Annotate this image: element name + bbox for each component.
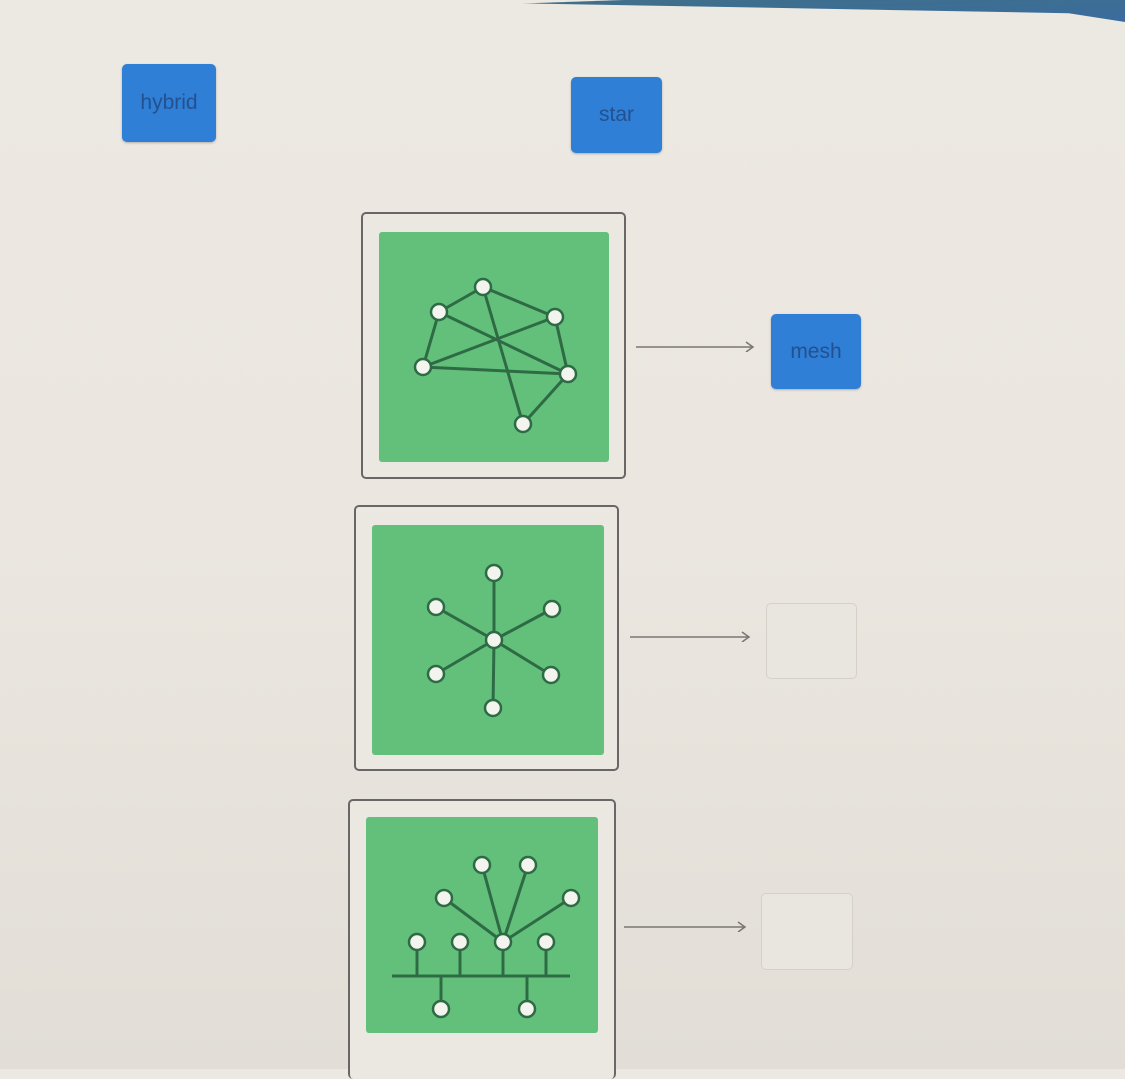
answer-chip-hybrid[interactable]: hybrid [122, 64, 216, 142]
drop-target-star[interactable] [766, 603, 857, 679]
mesh-network-icon [413, 277, 578, 434]
arrow-icon [630, 631, 751, 642]
hybrid-network-icon [392, 855, 581, 1019]
diagram-card-mesh [361, 212, 626, 479]
drop-target-mesh[interactable]: mesh [771, 314, 861, 389]
answer-chip-star[interactable]: star [571, 77, 662, 153]
mesh-topology-image [379, 232, 609, 462]
star-network-icon [426, 563, 562, 718]
arrow-icon [624, 921, 747, 932]
drop-target-hybrid[interactable] [761, 893, 853, 970]
diagram-card-hybrid [348, 799, 616, 1079]
window-top-edge [337, 0, 1125, 22]
diagram-card-star [354, 505, 619, 771]
arrow-icon [636, 341, 755, 352]
